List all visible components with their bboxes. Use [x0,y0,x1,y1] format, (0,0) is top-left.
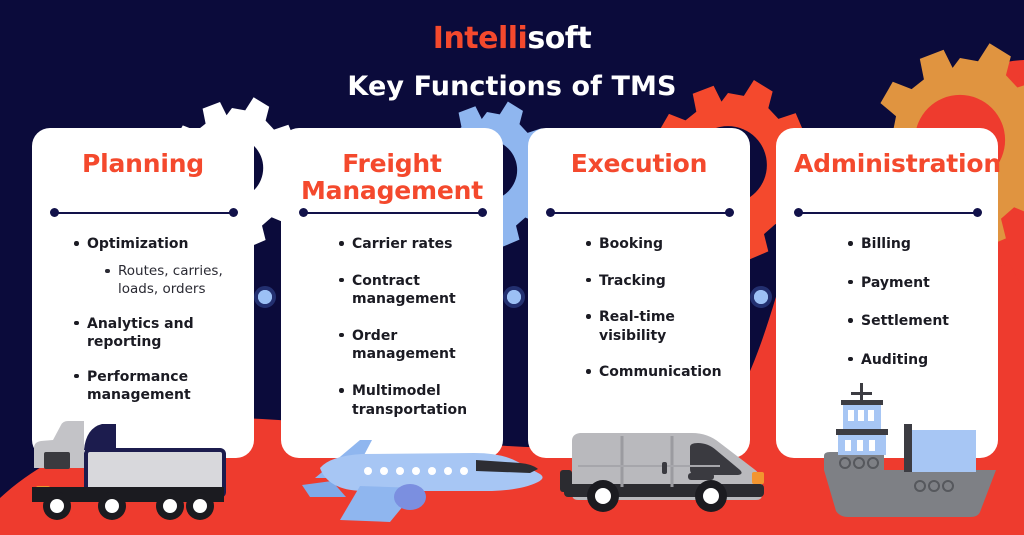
brand-logo-part1: Intelli [432,21,528,56]
red-wave-shape [0,140,1024,535]
list-item-label: Booking [599,236,664,252]
card-administration[interactable]: Administration Billing Payment Settlemen… [776,128,1001,458]
brand-logo: Intellisoft [0,24,1024,54]
van-icon [560,433,764,512]
list-item[interactable]: Real-time visibility [584,308,732,345]
list-item-label: Performance management [87,368,191,404]
page-title: Key Functions of TMS [347,71,677,102]
list-item[interactable]: Billing [846,235,980,254]
airplane-icon [302,440,543,522]
connector-dot-3 [750,286,772,308]
card-list-freight-management: Carrier rates Contract management Order … [299,235,485,419]
list-item-label: Order management [352,327,456,363]
list-item-label: Payment [861,274,930,291]
card-divider [794,208,982,217]
card-planning[interactable]: Planning Optimization Routes, carries, l… [32,128,254,458]
card-sublist: Routes, carries, loads, orders [87,263,236,299]
list-item[interactable]: Payment [846,274,980,293]
card-freight-management[interactable]: Freight Management Carrier rates Contrac… [281,128,503,458]
list-item[interactable]: Optimization Routes, carries, loads, ord… [72,235,236,299]
list-item-label: Settlement [861,313,949,330]
card-title-freight-management: Freight Management [300,149,484,205]
list-item[interactable]: Auditing [846,351,980,370]
card-execution[interactable]: Execution Booking Tracking Real-time vis… [528,128,750,458]
card-title-execution: Execution [570,149,708,178]
list-item[interactable]: Order management [337,327,485,364]
list-item-label: Multimodel transportation [352,383,468,418]
connector-dot-1 [254,286,276,308]
list-item-label: Carrier rates [352,236,453,252]
list-item[interactable]: Communication [584,363,732,382]
card-title-planning: Planning [81,149,205,178]
list-item[interactable]: Booking [584,235,732,254]
list-item[interactable]: Multimodel transportation [337,382,485,419]
list-item-label: Tracking [599,272,666,289]
list-item[interactable]: Performance management [72,368,236,405]
list-item-label: Contract management [352,272,456,308]
list-item-label: Analytics and reporting [87,315,194,351]
list-item[interactable]: Tracking [584,272,732,291]
truck-icon [32,421,226,520]
sub-list-item-label: Routes, carries, loads, orders [118,262,223,297]
card-divider [50,208,238,217]
list-item-label: Real-time visibility [599,309,675,344]
card-divider [299,208,487,217]
card-divider [546,208,734,217]
brand-logo-part2: soft [527,21,592,56]
cargo-ship-icon [824,383,996,517]
card-list-execution: Booking Tracking Real-time visibility Co… [546,235,732,382]
list-item-label: Optimization [87,236,189,252]
card-title-administration: Administration [794,149,1001,178]
list-item[interactable]: Settlement [846,312,980,331]
list-item[interactable]: Contract management [337,272,485,309]
list-item-label: Auditing [861,351,929,368]
connector-dot-2 [503,286,525,308]
card-list-administration: Billing Payment Settlement Auditing [794,235,980,369]
list-item-label: Billing [861,236,911,252]
list-item[interactable]: Carrier rates [337,235,485,254]
list-item[interactable]: Analytics and reporting [72,315,236,352]
list-item-label: Communication [599,364,722,381]
card-list-planning: Optimization Routes, carries, loads, ord… [50,235,236,405]
sub-list-item[interactable]: Routes, carries, loads, orders [104,263,236,299]
